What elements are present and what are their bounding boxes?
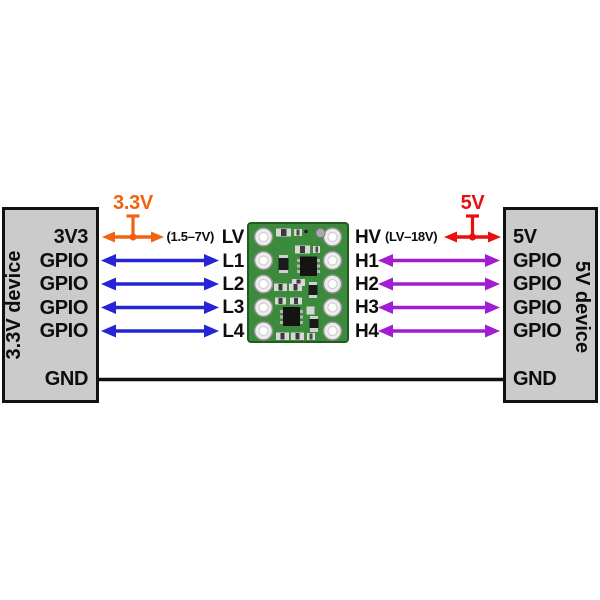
left-pin-gpio-3: GPIO xyxy=(39,297,89,319)
shifter-pin-l1: L1 xyxy=(222,251,244,272)
shifter-pin-h1: H1 xyxy=(355,251,379,272)
left-device-box xyxy=(2,207,99,403)
low-voltage-range: (1.5–7V) xyxy=(166,229,215,244)
left-pin-gpio-1: GPIO xyxy=(39,250,89,272)
right-pin-5v: 5V xyxy=(513,226,537,248)
left-pin-gnd: GND xyxy=(44,368,89,390)
shifter-pin-h3: H3 xyxy=(355,297,379,318)
shifter-pin-l3: L3 xyxy=(222,297,244,318)
left-pin-gpio-4: GPIO xyxy=(39,320,89,342)
level-shifter-board xyxy=(247,222,349,343)
right-pin-gpio-2: GPIO xyxy=(513,273,562,295)
left-pin-gpio-2: GPIO xyxy=(39,273,89,295)
shifter-pin-h2: H2 xyxy=(355,274,379,295)
shifter-pin-h4: H4 xyxy=(355,321,379,342)
shifter-pin-l2: L2 xyxy=(222,274,244,295)
right-device-box xyxy=(503,207,598,403)
left-device-name: 3.3V device xyxy=(3,250,25,360)
pcb-components xyxy=(274,227,326,340)
pcb-board xyxy=(247,222,349,343)
right-device-name: 5V device xyxy=(571,260,593,354)
left-pin-3v3: 3V3 xyxy=(53,226,89,248)
high-supply-voltage: 5V xyxy=(460,192,485,214)
right-pin-gpio-1: GPIO xyxy=(513,250,562,272)
shifter-pin-lv: LV xyxy=(221,227,245,248)
low-supply-voltage: 3.3V xyxy=(113,192,153,214)
shifter-pin-l4: L4 xyxy=(222,321,244,342)
shifter-pin-hv: HV xyxy=(355,227,381,248)
right-pin-gpio-3: GPIO xyxy=(513,297,562,319)
right-pin-gpio-4: GPIO xyxy=(513,320,562,342)
high-voltage-range: (LV–18V) xyxy=(385,229,438,244)
right-pin-gnd: GND xyxy=(513,368,557,390)
board-holes xyxy=(253,227,343,341)
